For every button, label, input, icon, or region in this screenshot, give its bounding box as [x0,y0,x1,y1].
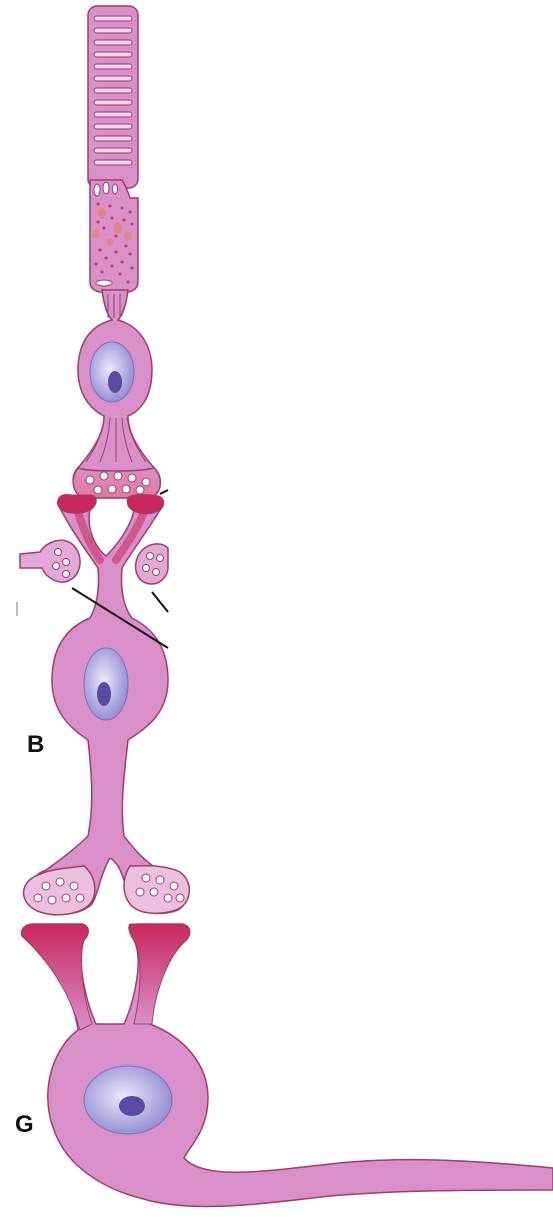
pointer-line-1 [160,490,168,494]
clip-tick [16,602,18,616]
ganglion-cell-label: G [15,1111,34,1139]
bipolar-nucleolus [97,682,111,706]
bipolar-axon-terminal-left [24,866,95,915]
bipolar-cell-label: B [27,731,44,759]
ganglion-cell [22,924,553,1207]
pointer-line-3 [152,592,168,612]
horizontal-process-right [136,544,168,584]
ganglion-nucleolus [119,1096,145,1116]
photoreceptor-cell [73,6,160,498]
photoreceptor-nucleus [90,342,134,402]
ganglion-dendrite-left [22,924,92,1030]
ganglion-body [22,924,553,1207]
photoreceptor-nucleolus [108,371,122,393]
horizontal-process-left [20,540,80,582]
